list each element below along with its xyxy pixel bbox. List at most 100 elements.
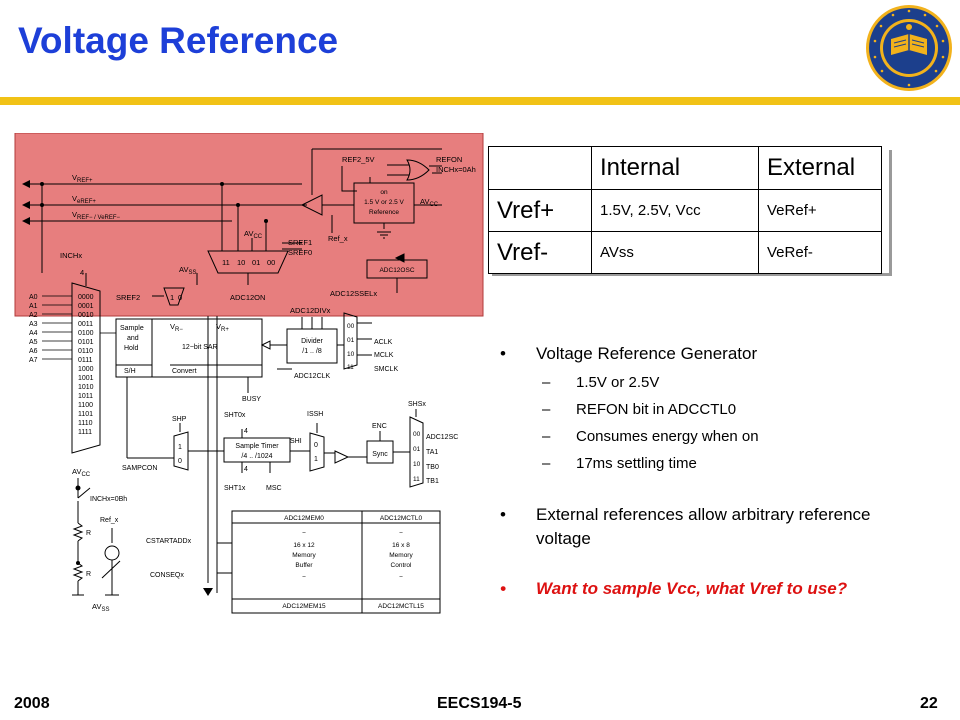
input-a2: A2 — [29, 312, 38, 319]
label-conseq: CONSEQx — [150, 572, 184, 579]
university-seal-logo — [866, 5, 952, 91]
header-external: External — [758, 146, 882, 190]
cell-internal: AVss — [591, 231, 759, 274]
mem-bot: ADC12MEM15 — [282, 603, 326, 610]
sh-source-tb1: TB1 — [426, 478, 439, 485]
row-label: Vref+ — [488, 189, 592, 232]
sub-bullet-item: –1.5V or 2.5V — [500, 369, 920, 396]
label-adc12ssel: ADC12SSELx — [330, 289, 377, 298]
label-msc: MSC — [266, 485, 282, 492]
mux-code: 1011 — [78, 393, 93, 400]
input-a1: A1 — [29, 303, 38, 310]
sh-label: S/H — [124, 368, 136, 375]
mux-code: 1010 — [78, 384, 94, 391]
mux-code: 1110 — [78, 420, 93, 427]
svg-text:VR+: VR+ — [216, 322, 229, 333]
label-refon: REFON — [436, 155, 462, 164]
reference-highlight — [14, 133, 484, 317]
mem-mid-4: − — [302, 574, 306, 581]
mux-code: 1000 — [78, 366, 94, 373]
label-avcc-ref: AV — [420, 197, 429, 206]
table-header-row: Internal External — [488, 146, 882, 190]
label-adc12osc: ADC12OSC — [379, 267, 414, 274]
label-adc12on: ADC12ON — [230, 293, 265, 302]
clock-mclk: MCLK — [374, 352, 394, 359]
input-a3: A3 — [29, 321, 38, 328]
adc-block-diagram: VREF+ VeREF+ VREF− / VeREF− REF2_5V REFO… — [14, 133, 484, 614]
bullet-text: Voltage Reference Generator — [536, 344, 758, 363]
mem-mid-0: − — [302, 530, 306, 537]
divider-line-2: /1 .. /8 — [302, 348, 322, 355]
label-inchx: INCHx — [60, 251, 82, 260]
bullet-dot: • — [500, 505, 506, 524]
label-ref2-5v: REF2_5V — [342, 155, 375, 164]
sub-bullet-text: 17ms settling time — [576, 455, 697, 472]
label-sampcon: SAMPCON — [122, 465, 157, 472]
label-vref-minus: V — [72, 210, 77, 219]
mux-code: 1101 — [78, 411, 93, 418]
cell-internal: 1.5V, 2.5V, Vcc — [591, 189, 759, 232]
sub-bullet-dash: – — [542, 401, 551, 418]
table-row: Vref- AVss VeRef- — [488, 231, 882, 274]
clk-code-01: 01 — [347, 337, 355, 344]
mux4-code-11: 11 — [222, 258, 230, 267]
mux-code: 1001 — [78, 375, 94, 382]
svg-text:VREF− / VeREF−: VREF− / VeREF− — [72, 210, 121, 221]
cell-external: VeRef- — [758, 231, 882, 274]
label-vref-plus: V — [72, 173, 77, 182]
shs-code-00: 00 — [413, 431, 421, 438]
mux-code: 0011 — [78, 321, 93, 328]
sh-line-2: and — [127, 335, 139, 342]
issh-mux-0: 0 — [314, 442, 318, 449]
label-sref0: SREF0 — [288, 248, 312, 257]
label-adc12clk: ADC12CLK — [294, 373, 331, 380]
sh-source-tb0: TB0 — [426, 464, 439, 471]
label-issh: ISSH — [307, 411, 323, 418]
sh-line-1: Sample — [120, 325, 144, 332]
title-rule — [0, 97, 960, 105]
header-empty — [488, 146, 592, 190]
svg-text:AVCC: AVCC — [420, 197, 439, 208]
ref-box-line-2: 1.5 V or 2.5 V — [364, 199, 404, 206]
mux-code: 1111 — [78, 429, 92, 436]
ctl-mid-4: − — [399, 574, 403, 581]
shs-code-10: 10 — [413, 461, 421, 468]
label-avss-mux: AV — [179, 265, 188, 274]
ctl-bot: ADC12MCTL15 — [378, 603, 424, 610]
shp-mux-1: 1 — [178, 444, 182, 451]
svg-text:AVCC: AVCC — [72, 467, 91, 478]
mux-code: 1100 — [78, 402, 93, 409]
label-four-bottom: 4 — [244, 466, 248, 473]
input-a5: A5 — [29, 339, 38, 346]
shs-code-11: 11 — [413, 476, 420, 483]
sub-bullet-item: –REFON bit in ADCCTL0 — [500, 396, 920, 423]
ref-box-line-1: on — [380, 189, 388, 196]
label-shsx: SHSx — [408, 401, 426, 408]
sh-source-ta1: TA1 — [426, 449, 438, 456]
sub-bullet-dash: – — [542, 374, 551, 391]
sar-vrm: V — [170, 322, 175, 331]
bullet-dot: • — [500, 344, 506, 363]
shp-mux-0: 0 — [178, 458, 182, 465]
input-a7: A7 — [29, 357, 38, 364]
bullet-item-emphasis: •Want to sample Vcc, what Vref to use? — [500, 577, 920, 601]
bullet-text: External references allow arbitrary refe… — [536, 505, 871, 548]
ref-box-line-3: Reference — [369, 209, 399, 216]
bullet-list: • Voltage Reference Generator –1.5V or 2.… — [500, 343, 920, 601]
label-inchx-0bh: INCHx=0Bh — [90, 496, 127, 503]
label-shi: SHI — [290, 438, 302, 445]
sample-timer-line-1: Sample Timer — [235, 443, 279, 450]
label-sync: Sync — [372, 451, 388, 458]
label-avcc-mux: AV — [244, 229, 253, 238]
label-r-bottom: R — [86, 571, 91, 578]
label-ref-x-bottom: Ref_x — [100, 517, 119, 524]
sub-bullet-dash: – — [542, 455, 551, 472]
clock-smclk: SMCLK — [374, 366, 398, 373]
cell-external: VeRef+ — [758, 189, 882, 232]
footer-page-number: 22 — [920, 695, 938, 712]
sar-label: 12−bit SAR — [182, 344, 218, 351]
svg-text:VR−: VR− — [170, 322, 183, 333]
sub-bullet-dash: – — [542, 428, 551, 445]
label-ref-x-top: Ref_x — [328, 234, 348, 243]
svg-text:VREF+: VREF+ — [72, 173, 93, 184]
